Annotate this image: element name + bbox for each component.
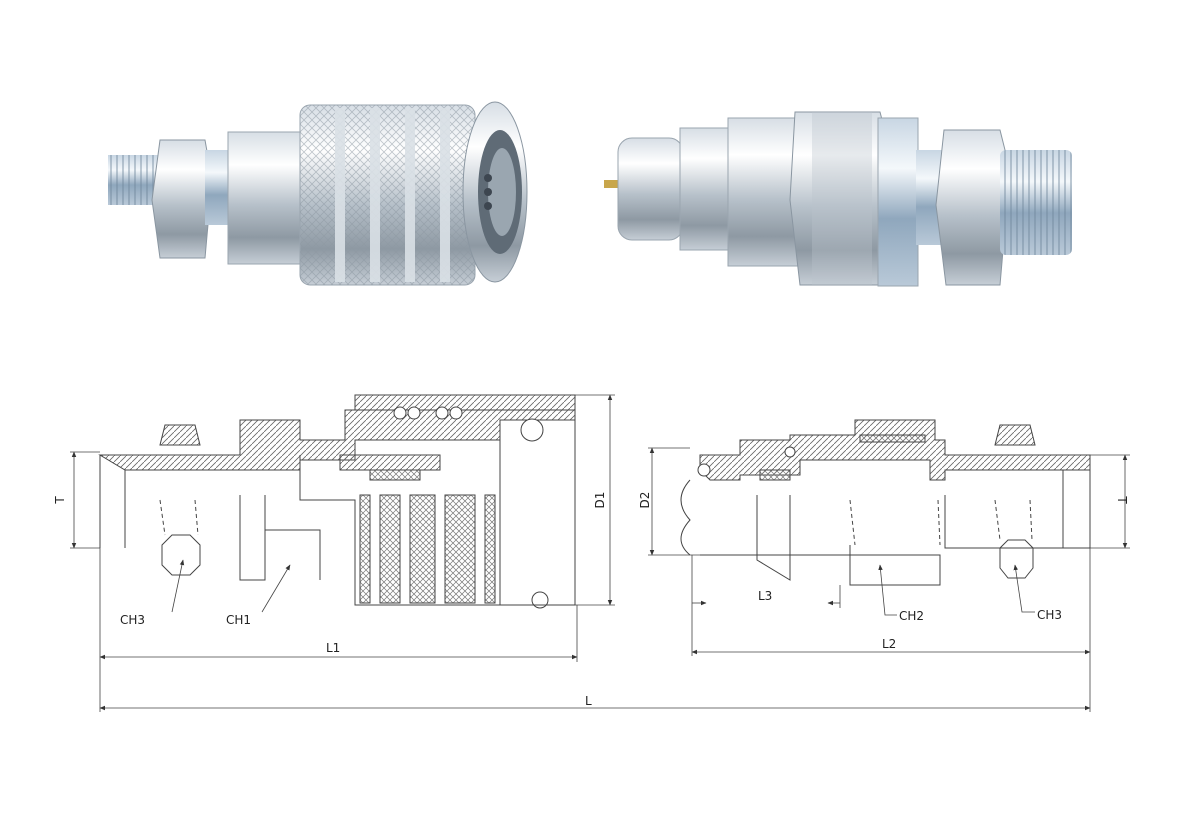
label-L2: L2 [882, 637, 896, 651]
label-T-right: T [1115, 495, 1129, 504]
label-D2: D2 [638, 492, 652, 509]
dimension-labels: T D1 D2 T CH3 CH1 L3 CH2 CH3 L1 L2 L [53, 492, 1129, 708]
technical-drawing: T D1 D2 T CH3 CH1 L3 CH2 CH3 L1 L2 L [53, 394, 1130, 712]
coupler-section-view [98, 394, 576, 609]
label-CH1: CH1 [226, 613, 251, 627]
label-CH3-left: CH3 [120, 613, 145, 627]
product-photo [108, 101, 1072, 287]
nipple-section-view [680, 419, 1091, 586]
label-L: L [585, 694, 592, 708]
dimension-lines [70, 394, 1130, 712]
label-CH3-right: CH3 [1037, 608, 1062, 622]
label-L1: L1 [326, 641, 340, 655]
label-D1: D1 [593, 492, 607, 509]
male-nipple-photo [604, 111, 1072, 287]
label-T-left: T [53, 496, 67, 505]
label-CH2: CH2 [899, 609, 924, 623]
label-L3: L3 [758, 589, 772, 603]
female-coupler-photo [108, 101, 528, 286]
